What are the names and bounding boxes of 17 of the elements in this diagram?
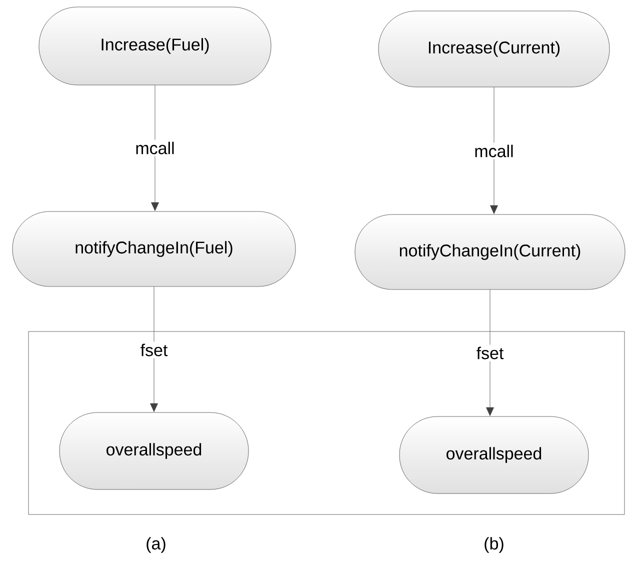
arrow bbox=[486, 290, 494, 416]
terminal-box: overallspeed bbox=[399, 416, 589, 494]
panel-label: (b) bbox=[484, 537, 504, 553]
arrow bbox=[490, 87, 498, 214]
edge-label: fset bbox=[138, 342, 170, 358]
terminal-box: notifyChangeIn(Fuel) bbox=[12, 211, 296, 287]
frame-box bbox=[28, 331, 625, 515]
terminal-box: Increase(Fuel) bbox=[38, 6, 272, 86]
terminal-box: Increase(Current) bbox=[378, 10, 610, 88]
edge-label: mcall bbox=[472, 142, 516, 160]
edge-label: mcall bbox=[133, 140, 177, 156]
edge-label: fset bbox=[474, 344, 506, 362]
terminal-box: overallspeed bbox=[59, 412, 249, 490]
arrow bbox=[151, 85, 159, 211]
arrow bbox=[150, 286, 158, 412]
terminal-box: notifyChangeIn(Current) bbox=[354, 214, 626, 290]
panel-label: (a) bbox=[146, 537, 166, 553]
